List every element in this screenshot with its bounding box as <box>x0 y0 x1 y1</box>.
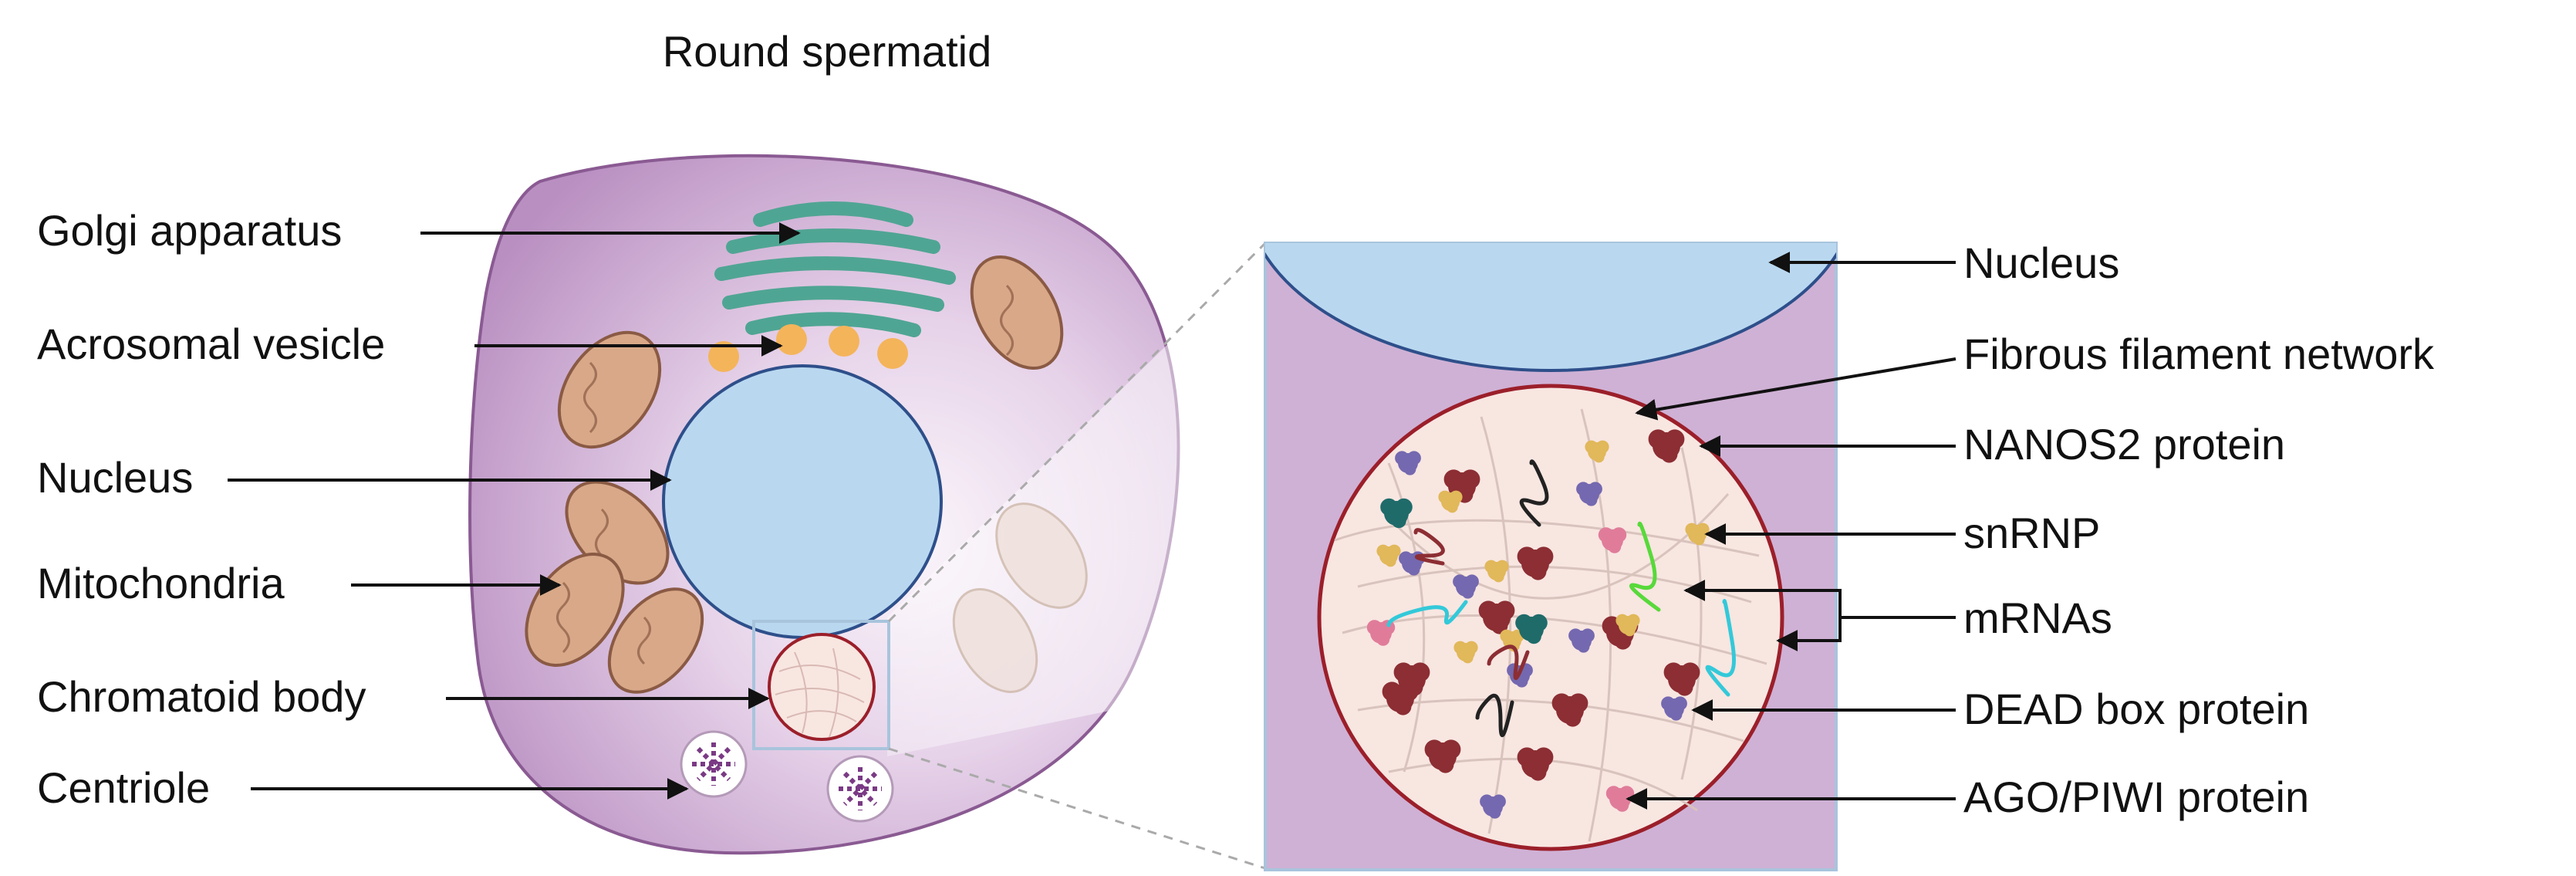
mrna-dark-2 <box>1475 693 1514 738</box>
chromatoid-filaments <box>775 648 865 738</box>
dead-box-particle <box>1661 696 1687 721</box>
zoom-chromatoid-body <box>1317 384 1784 851</box>
teal-protein <box>1515 614 1548 644</box>
golgi-apparatus <box>714 201 956 337</box>
zoom-label-ago-piwi-protein: AGO/PIWI protein <box>1963 773 2309 821</box>
mrna-red-2 <box>1487 644 1530 680</box>
chromatoid-selection-box <box>752 620 890 750</box>
nanos2-particle <box>1663 662 1700 696</box>
chromatoid-body <box>768 633 876 741</box>
zoom-label-dead-box-protein: DEAD box protein <box>1963 685 2309 733</box>
teal-protein <box>1380 498 1413 529</box>
nanos2-particle <box>1517 546 1554 580</box>
dead-box-particle <box>1480 794 1506 819</box>
dead-box-particle <box>1568 628 1595 653</box>
label-chromatoid-body: Chromatoid body <box>37 672 366 721</box>
mrna-dark-1 <box>1519 459 1549 527</box>
label-golgi-apparatus: Golgi apparatus <box>37 206 342 255</box>
ago-piwi-particle <box>1366 620 1396 646</box>
zoom-nucleus <box>1265 243 1836 372</box>
snrnp-particle <box>1376 544 1401 567</box>
label-mitochondria: Mitochondria <box>37 559 285 607</box>
dead-box-particle <box>1395 451 1421 475</box>
mrna-cyan-2 <box>1705 599 1736 697</box>
diagram-title: Round spermatid <box>663 27 991 76</box>
mrna-cyan-1 <box>1386 600 1468 627</box>
zoom-label-fibrous-filament-network: Fibrous filament network <box>1963 330 2435 378</box>
snrnp-particle <box>1438 490 1463 513</box>
zoom-label-mrnas: mRNAs <box>1963 594 2112 642</box>
mrna-green <box>1629 521 1661 612</box>
chromatoid-particles <box>1366 429 1736 819</box>
label-acrosomal-vesicle: Acrosomal vesicle <box>37 320 385 368</box>
mitochondria-group <box>525 255 1064 694</box>
ago-piwi-particle <box>1598 527 1627 553</box>
cell-nucleus <box>662 364 943 639</box>
nanos2-particle <box>1424 739 1461 773</box>
zoom-label-arrows <box>1626 252 1956 810</box>
zoom-connectors <box>887 242 1267 870</box>
snrnp-particle <box>1585 440 1609 463</box>
cell-label-group: Golgi apparatus Acrosomal vesicle Nucleu… <box>37 206 385 812</box>
label-centriole: Centriole <box>37 763 210 812</box>
mitochondria-cristae <box>556 284 1014 665</box>
snrnp-particle <box>1615 614 1640 637</box>
snrnp-particle <box>1453 641 1478 664</box>
zoom-label-group: Nucleus Fibrous filament network NANOS2 … <box>1963 238 2435 821</box>
nanos2-particle <box>1648 429 1685 463</box>
nanos2-particle <box>1517 747 1554 781</box>
centrioles <box>680 730 894 823</box>
dead-box-particle <box>1453 574 1479 599</box>
zoom-label-snrnp: snRNP <box>1963 509 2100 557</box>
spermatid-cell <box>468 154 1188 855</box>
nanos2-particle <box>1551 693 1588 727</box>
nanos2-particle <box>1382 682 1419 715</box>
ago-piwi-particle <box>1605 786 1635 812</box>
label-nucleus: Nucleus <box>37 453 193 502</box>
chromatoid-zoom-panel <box>1264 242 1838 871</box>
mrna-red-1 <box>1413 528 1445 566</box>
snrnp-particle <box>1484 560 1509 583</box>
zoom-label-nanos2-protein: NANOS2 protein <box>1963 420 2285 468</box>
faded-mitochondria <box>952 502 1088 693</box>
dead-box-particle <box>1576 482 1602 506</box>
zoom-label-nucleus: Nucleus <box>1963 238 2119 287</box>
nanos2-particle <box>1478 600 1515 634</box>
acrosomal-vesicles <box>708 324 908 372</box>
cell-label-arrows <box>228 222 801 800</box>
